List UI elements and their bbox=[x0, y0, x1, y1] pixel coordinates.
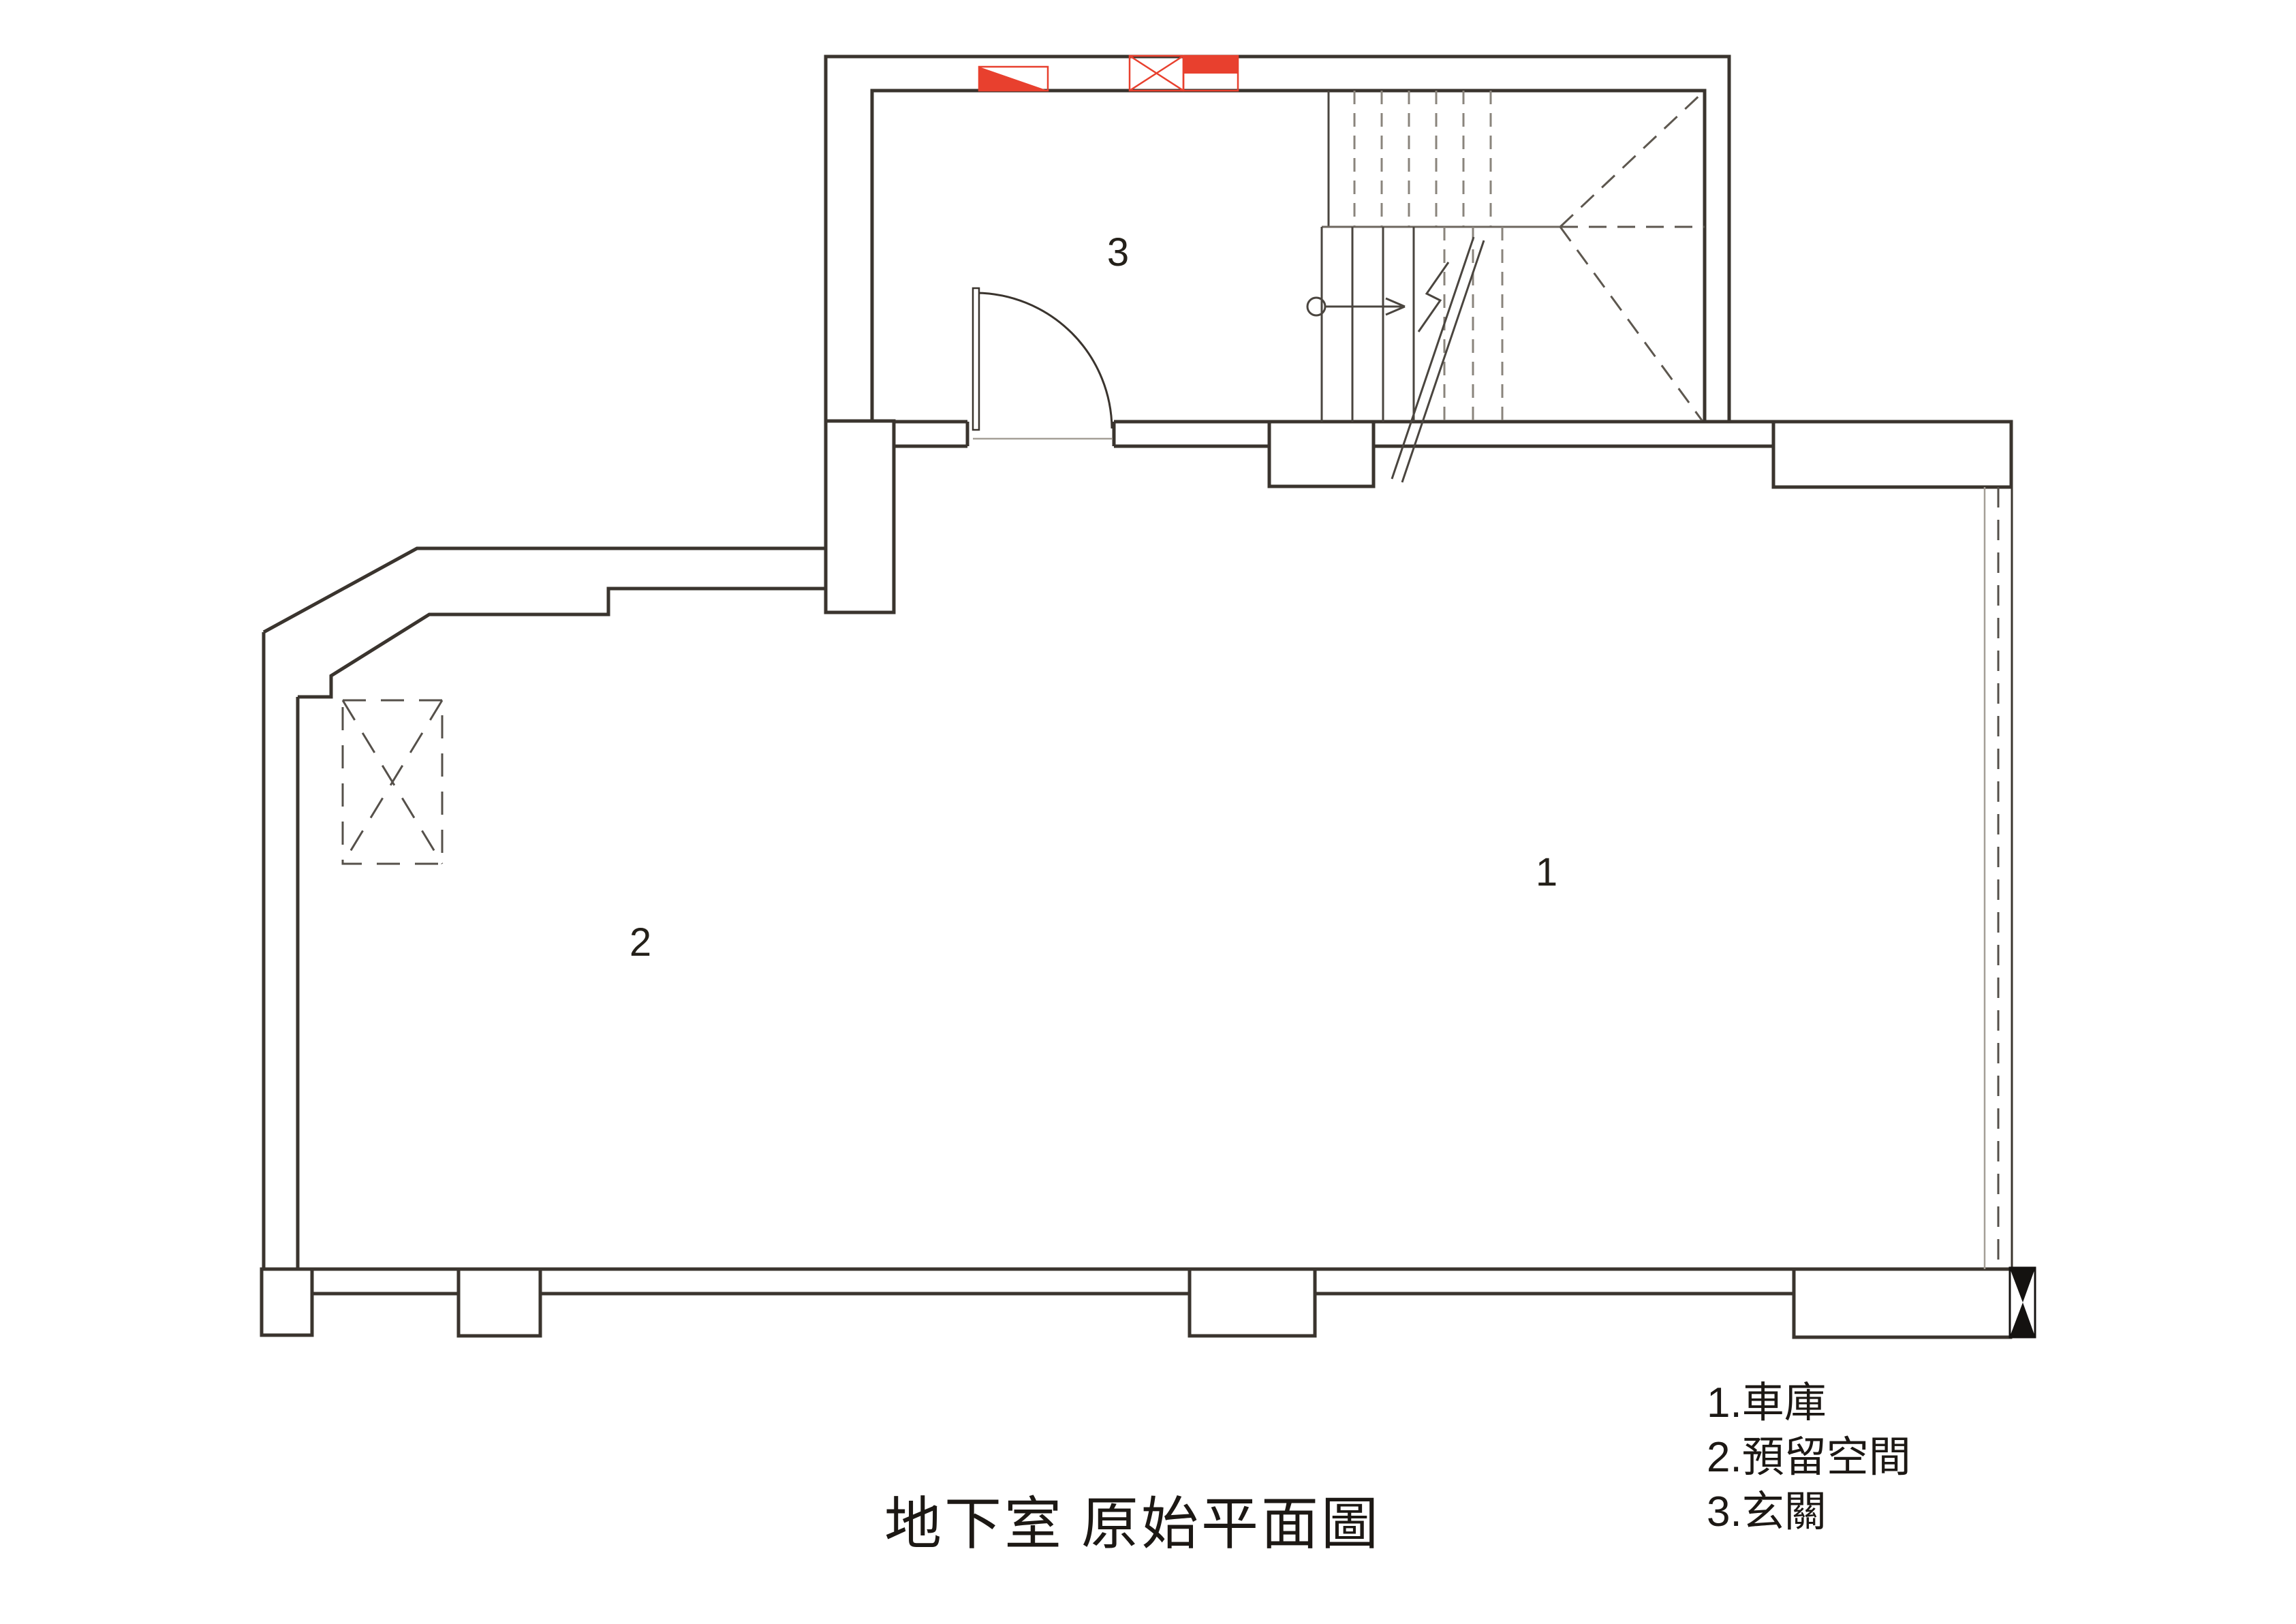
top-wall-inner bbox=[298, 587, 826, 699]
staircase bbox=[1306, 89, 1706, 483]
door-leaf bbox=[972, 287, 980, 431]
right-wall-garage-front bbox=[1983, 487, 2013, 1269]
vestibule-outer-wall bbox=[824, 54, 1731, 423]
red-cross-box-marker bbox=[1128, 54, 1185, 92]
stair-treads-lower-dashed bbox=[1443, 227, 1504, 422]
top-wall-outer bbox=[262, 546, 826, 634]
entry-door bbox=[972, 287, 1113, 440]
vestibule-bottom-wall bbox=[894, 420, 1773, 448]
drawing-title: 地下室 原始平面圖 bbox=[884, 1493, 1381, 1557]
legend: 1.車庫 2.預留空間 3.玄關 bbox=[1707, 1379, 1911, 1535]
room-label-garage: 1 bbox=[1536, 850, 1557, 894]
black-joint-marker bbox=[2008, 1266, 2036, 1339]
stair-break-line bbox=[1391, 236, 1485, 483]
stair-treads-lower bbox=[1320, 227, 1415, 422]
legend-item-reserved: 2.預留空間 bbox=[1707, 1434, 1911, 1481]
bottom-pilaster-2 bbox=[456, 1267, 542, 1338]
dashed-column-marker bbox=[341, 699, 444, 865]
red-triangle-marker bbox=[978, 65, 1049, 92]
left-wall bbox=[262, 632, 300, 1269]
red-markers bbox=[978, 54, 1239, 92]
vestibule-inner-wall bbox=[870, 89, 1707, 422]
stair-treads-upper-dashed bbox=[1353, 91, 1492, 227]
red-half-filled-marker bbox=[1182, 54, 1239, 92]
legend-item-garage: 1.車庫 bbox=[1707, 1379, 1827, 1426]
top-right-wall-block bbox=[1771, 420, 2013, 489]
door-swing-arc bbox=[976, 292, 1113, 429]
stair-winder-fan bbox=[1559, 89, 1706, 421]
stair-direction-arrow bbox=[1306, 296, 1406, 317]
main-room-walls bbox=[260, 487, 2013, 1339]
legend-item-foyer: 3.玄關 bbox=[1707, 1488, 1827, 1535]
room-label-foyer: 3 bbox=[1107, 230, 1129, 275]
stair-wall-pilaster bbox=[1267, 420, 1376, 488]
bottom-pilaster-corner bbox=[260, 1267, 314, 1337]
bottom-pilaster-3 bbox=[1188, 1267, 1317, 1338]
bottom-wall-block-right bbox=[1792, 1267, 2013, 1339]
room-label-reserved: 2 bbox=[630, 920, 651, 965]
vestibule-left-wall-block bbox=[824, 419, 896, 614]
vestibule-walls bbox=[824, 54, 2013, 614]
